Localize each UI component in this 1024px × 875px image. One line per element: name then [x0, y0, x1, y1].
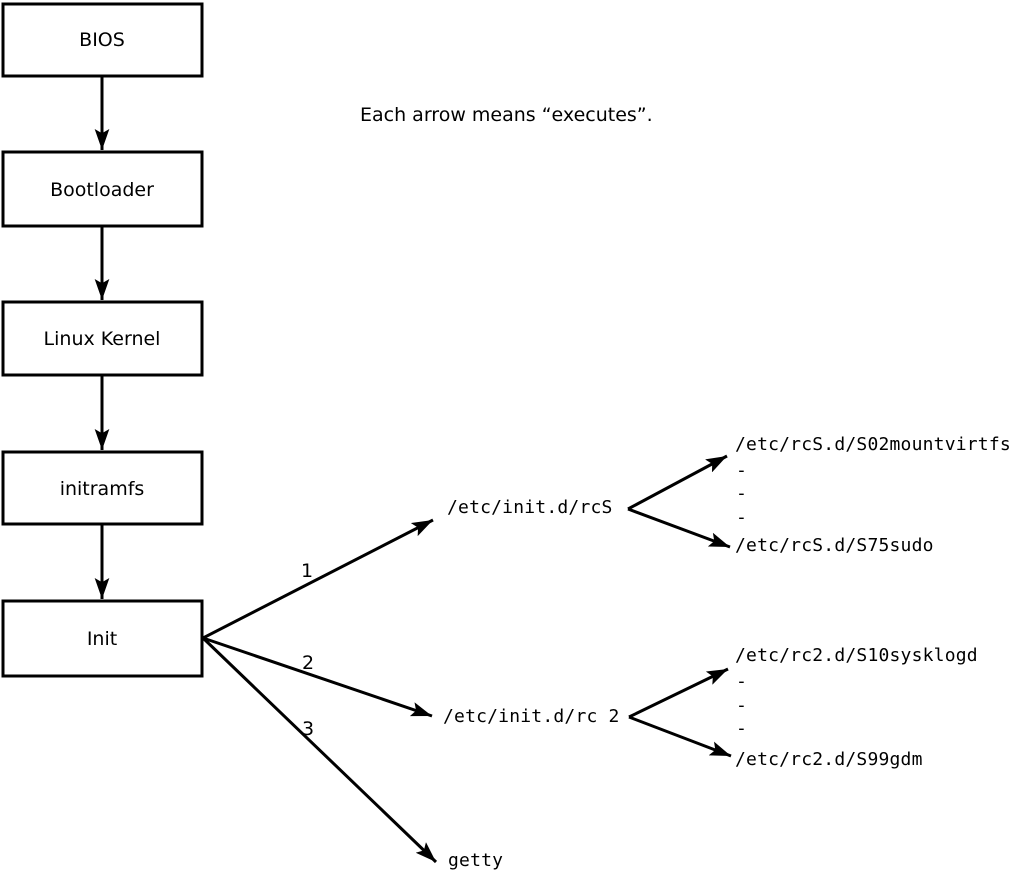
box-bios: BIOS: [1, 2, 204, 78]
box-bios-label: BIOS: [79, 29, 125, 51]
branch-number-1: 1: [301, 560, 313, 582]
box-initramfs: initramfs: [1, 450, 204, 526]
rc2-ellipsis-dash-1: -: [736, 671, 747, 692]
box-initramfs-rect: [1, 450, 204, 526]
rcS-ellipsis-dash-3: -: [736, 507, 747, 528]
box-bootloader: Bootloader: [1, 150, 204, 228]
arrow-rc2-to-s10sysklogd: [628, 667, 729, 719]
arrow-init-to-rcS: [202, 518, 434, 640]
rc2-ellipsis-dash-3: -: [736, 718, 747, 739]
arrow-rcS-to-s02mountvirtfs: [627, 454, 728, 511]
arrow-init-to-rc2: [202, 636, 433, 718]
box-init-rect: [1, 599, 204, 678]
rcS-ellipsis-dash-2: -: [736, 483, 747, 504]
arrow-rcS-to-s75sudo: [627, 507, 731, 549]
box-bootloader-label: Bootloader: [50, 179, 154, 201]
node-etc-init-d-rcS: /etc/init.d/rcS: [447, 497, 613, 518]
node-rc2-s10sysklogd: /etc/rc2.d/S10sysklogd: [735, 645, 978, 666]
node-getty: getty: [448, 850, 503, 871]
diagram-note: Each arrow means “executes”.: [360, 104, 653, 126]
box-init-label: Init: [87, 628, 117, 650]
branch-number-3: 3: [302, 718, 314, 740]
rcS-ellipsis-dash-1: -: [736, 460, 747, 481]
box-init: Init: [1, 599, 204, 678]
rc2-ellipsis-dash-2: -: [736, 695, 747, 716]
node-rcS-s75sudo: /etc/rcS.d/S75sudo: [735, 535, 934, 556]
box-bios-rect: [1, 2, 204, 78]
box-bootloader-rect: [1, 150, 204, 228]
box-initramfs-label: initramfs: [60, 478, 145, 500]
node-rc2-s99gdm: /etc/rc2.d/S99gdm: [735, 749, 923, 770]
box-linux-kernel-label: Linux Kernel: [44, 328, 161, 350]
node-rcS-s02mountvirtfs: /etc/rcS.d/S02mountvirtfs: [735, 434, 1011, 455]
node-etc-init-d-rc2: /etc/init.d/rc 2: [443, 706, 620, 727]
arrow-init-to-getty: [201, 636, 438, 864]
arrow-rc2-to-s99gdm: [628, 715, 732, 758]
branch-number-2: 2: [302, 652, 314, 674]
box-linux-kernel: Linux Kernel: [1, 300, 204, 377]
